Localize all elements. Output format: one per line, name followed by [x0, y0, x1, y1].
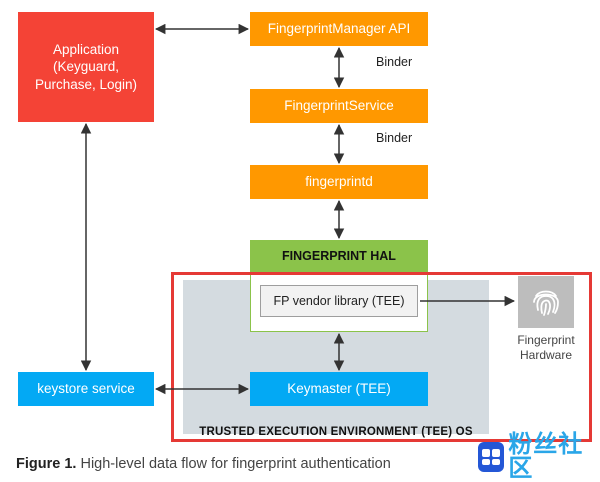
tee-highlight-frame — [171, 272, 592, 442]
application-line-2: (Keyguard, — [52, 59, 120, 75]
binder-label-1: Binder — [376, 55, 413, 69]
fingerprint-icon — [518, 276, 574, 328]
application-line-1: Application — [52, 41, 120, 57]
fingerprint-hardware-line-2: Hardware — [519, 348, 573, 362]
fingerprint-service-box: FingerprintService — [250, 89, 428, 123]
fingerprint-hardware-line-1: Fingerprint — [517, 333, 575, 347]
figure-caption-text: High-level data flow for fingerprint aut… — [76, 456, 391, 472]
fingerprintd-box: fingerprintd — [250, 165, 428, 199]
figure-caption-label: Figure 1. — [16, 456, 77, 472]
fp-vendor-library-box: FP vendor library (TEE) — [260, 285, 418, 317]
watermark-logo-glyph — [482, 449, 501, 465]
fingerprint-glyph — [533, 290, 559, 316]
watermark-text: 粉丝社区 — [508, 431, 584, 482]
binder-label-2: Binder — [376, 131, 413, 145]
keymaster-box: Keymaster (TEE) — [250, 372, 428, 406]
watermark: 粉丝社区 — [478, 433, 596, 481]
fingerprint-hardware-label: Fingerprint Hardware — [492, 333, 600, 363]
application-line-3: Purchase, Login) — [34, 76, 138, 92]
fingerprint-hal-box: FINGERPRINT HAL — [250, 240, 428, 272]
figure-caption: Figure 1. High-level data flow for finge… — [16, 456, 391, 472]
keystore-service-box: keystore service — [18, 372, 154, 406]
application-box: Application (Keyguard, Purchase, Login) — [18, 12, 154, 122]
tee-os-label: TRUSTED EXECUTION ENVIRONMENT (TEE) OS — [199, 426, 473, 438]
watermark-logo-icon — [478, 442, 505, 472]
fingerprint-manager-api-box: FingerprintManager API — [250, 12, 428, 46]
